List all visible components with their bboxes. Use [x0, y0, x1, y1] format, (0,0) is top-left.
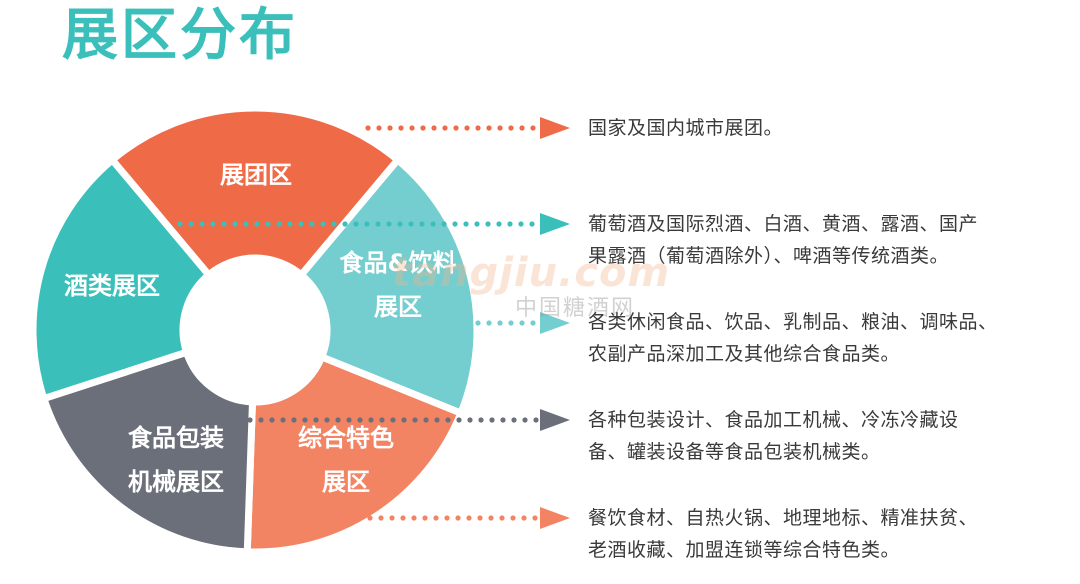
desc-liquor-line-1: 葡萄酒及国际烈酒、白酒、黄酒、露酒、国产 [588, 213, 979, 235]
arrowhead-group [540, 117, 570, 139]
desc-food: 各类休闲食品、饮品、乳制品、粮油、调味品、 农副产品深加工及其他综合食品类。 [588, 306, 1058, 370]
segment-label-special-line-1: 综合特色 [298, 424, 394, 452]
segment-label-liquor: 酒类展区 [64, 272, 160, 300]
desc-food-line-2: 农副产品深加工及其他综合食品类。 [588, 343, 901, 365]
segment-label-group: 展团区 [220, 161, 292, 189]
page-title: 展区分布 [62, 3, 298, 68]
desc-liquor-line-2: 果露酒（葡萄酒除外）、啤酒等传统酒类。 [588, 245, 950, 267]
segment-label-special-line-2: 展区 [322, 468, 370, 496]
desc-packaging-line-1: 各种包装设计、食品加工机械、冷冻冷藏设 [588, 409, 959, 431]
segment-special [243, 353, 465, 556]
arrow-special [367, 507, 570, 529]
desc-liquor: 葡萄酒及国际烈酒、白酒、黄酒、露酒、国产 果露酒（葡萄酒除外）、啤酒等传统酒类。 [588, 208, 1058, 272]
watermark-logo: tangjiu.com [392, 250, 671, 296]
watermark-subtext: 中国糖酒网 [515, 296, 636, 321]
segment-group [108, 104, 402, 279]
desc-group-line-1: 国家及国内城市展团。 [588, 117, 784, 139]
arrowhead-special [540, 507, 570, 529]
arrow-liquor [177, 213, 570, 235]
segment-label-group-line-1: 展团区 [220, 161, 292, 189]
arrowhead-packaging [540, 409, 570, 431]
desc-food-line-1: 各类休闲食品、饮品、乳制品、粮油、调味品、 [588, 311, 998, 333]
arrowhead-food [540, 312, 570, 334]
segment-label-liquor-line-1: 酒类展区 [64, 272, 160, 300]
segment-liquor [29, 156, 213, 403]
segment-label-special: 综合特色展区 [298, 424, 394, 496]
segment-label-food-line-2: 展区 [374, 293, 422, 321]
segment-label-packaging-line-1: 食品包装 [128, 424, 224, 452]
desc-special: 餐饮食材、自热火锅、地理地标、精准扶贫、 老酒收藏、加盟连锁等综合特色类。 [588, 502, 1058, 566]
desc-packaging-line-2: 备、罐装设备等食品包装机械类。 [588, 441, 881, 463]
segment-packaging [40, 348, 256, 556]
donut-chart [29, 104, 481, 556]
desc-packaging: 各种包装设计、食品加工机械、冷冻冷藏设 备、罐装设备等食品包装机械类。 [588, 404, 1058, 468]
desc-group: 国家及国内城市展团。 [588, 112, 1058, 144]
segment-label-packaging-line-2: 机械展区 [128, 468, 224, 496]
arrow-packaging [247, 409, 570, 431]
arrow-food [475, 312, 570, 334]
segment-label-packaging: 食品包装机械展区 [128, 424, 224, 496]
arrow-group [365, 117, 570, 139]
desc-special-line-1: 餐饮食材、自热火锅、地理地标、精准扶贫、 [588, 507, 979, 529]
segment-label-food: 食品&饮料展区 [340, 249, 457, 321]
desc-special-line-2: 老酒收藏、加盟连锁等综合特色类。 [588, 539, 901, 561]
connector-arrows [177, 117, 570, 529]
arrowhead-liquor [540, 213, 570, 235]
donut-center [185, 260, 325, 400]
segment-label-food-line-1: 食品&饮料 [340, 249, 457, 277]
